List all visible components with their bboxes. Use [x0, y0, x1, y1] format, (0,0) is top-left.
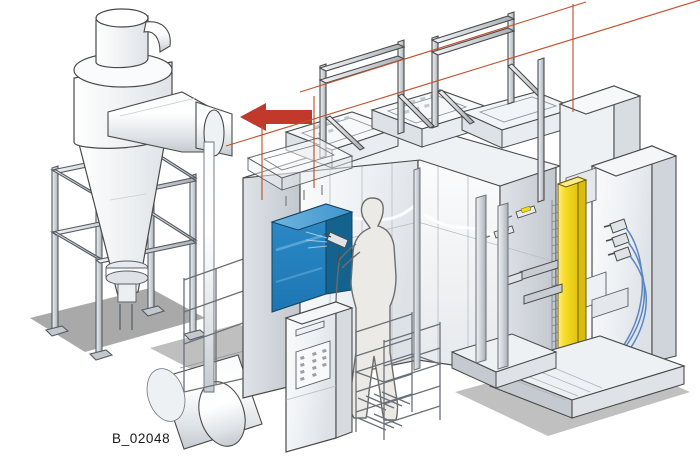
reciprocator: [503, 176, 588, 386]
manual-spray-gun: [323, 231, 349, 263]
powder-hopper: [105, 260, 149, 330]
leader-lines: [225, 0, 700, 200]
access-stairs: [353, 312, 443, 440]
cyclone-outlet-stack: [95, 8, 171, 69]
workpiece: [270, 185, 354, 313]
air-flow-arrow: [240, 103, 312, 131]
transparent-roof-panel: [246, 137, 354, 191]
control-cabinet: [284, 301, 354, 453]
figure-caption: B_02048: [112, 431, 171, 446]
powder-return-pipe: [203, 141, 215, 393]
leader-line-top-diagonal: [225, 0, 700, 147]
booth-uprights: [413, 167, 509, 371]
leader-line-top-diagonal-2: [299, 1, 587, 93]
operator: [305, 197, 399, 421]
keypad-buttons: [300, 348, 327, 381]
